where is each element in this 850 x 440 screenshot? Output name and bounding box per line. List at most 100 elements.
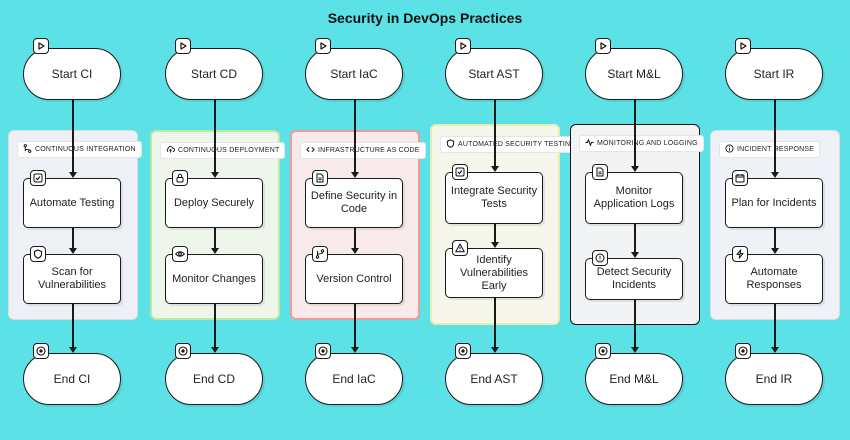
end-node[interactable]: End CD — [165, 353, 263, 405]
stop-circle-icon — [595, 343, 611, 359]
arrowhead — [211, 347, 219, 353]
step-node[interactable]: Scan for Vulnerabilities — [23, 246, 121, 304]
play-icon — [455, 38, 471, 54]
arrowhead — [491, 242, 499, 248]
alert-circle-icon — [592, 250, 608, 266]
step-label: Define Security in Code — [310, 190, 398, 215]
step-node[interactable]: Define Security in Code — [305, 170, 403, 228]
arrowhead — [631, 347, 639, 353]
arrowhead — [351, 172, 359, 178]
arrowhead — [69, 172, 77, 178]
group-label-text: INFRASTRUCTURE AS CODE — [318, 147, 420, 154]
start-node[interactable]: Start CI — [23, 48, 121, 100]
calendar-icon — [732, 170, 748, 186]
group-label: CONTINUOUS INTEGRATION — [17, 141, 142, 158]
end-node[interactable]: End IR — [725, 353, 823, 405]
start-node[interactable]: Start AST — [445, 48, 543, 100]
column-ci: CONTINUOUS INTEGRATION Start CI Automate T… — [8, 0, 142, 440]
step-label: Automate Responses — [746, 266, 802, 291]
end-node[interactable]: End AST — [445, 353, 543, 405]
group-label: AUTOMATED SECURITY TESTING — [440, 136, 582, 153]
code-icon — [306, 145, 315, 156]
step-node[interactable]: Monitor Application Logs — [585, 164, 683, 224]
shield-icon — [446, 139, 455, 150]
activity-icon — [585, 138, 594, 149]
connector-line — [354, 228, 356, 248]
step-label: Version Control — [316, 272, 392, 285]
step-label: Identify Vulnerabilities Early — [459, 253, 529, 292]
connector-line — [214, 100, 216, 172]
column-ml: MONITORING AND LOGGING Start M&L Monitor A… — [570, 0, 704, 440]
step-node[interactable]: Automate Testing — [23, 170, 121, 228]
step-node[interactable]: Identify Vulnerabilities Early — [445, 240, 543, 298]
connector-line — [72, 228, 74, 248]
step-node[interactable]: Monitor Changes — [165, 246, 263, 304]
play-icon — [315, 38, 331, 54]
connector-line — [354, 304, 356, 347]
cloud-upload-icon — [166, 145, 175, 156]
stop-circle-icon — [455, 343, 471, 359]
lightning-icon — [732, 246, 748, 262]
start-node[interactable]: Start IaC — [305, 48, 403, 100]
connector-line — [214, 228, 216, 248]
arrowhead — [631, 252, 639, 258]
connector-line — [634, 224, 636, 252]
checkbox-icon — [452, 164, 468, 180]
connector-line — [774, 228, 776, 248]
info-icon — [725, 144, 734, 155]
connector-line — [494, 100, 496, 166]
arrowhead — [69, 347, 77, 353]
group-label: INFRASTRUCTURE AS CODE — [300, 142, 426, 159]
end-node[interactable]: End IaC — [305, 353, 403, 405]
connector-line — [634, 300, 636, 347]
step-node[interactable]: Deploy Securely — [165, 170, 263, 228]
step-node[interactable]: Detect Security Incidents — [585, 250, 683, 300]
connector-line — [634, 100, 636, 166]
arrowhead — [211, 248, 219, 254]
group-label-text: CONTINUOUS INTEGRATION — [35, 146, 136, 153]
step-label: Monitor Changes — [172, 272, 256, 285]
group-label: INCIDENT RESPONSE — [719, 141, 821, 158]
group-label-text: INCIDENT RESPONSE — [737, 146, 815, 153]
step-label: Scan for Vulnerabilities — [37, 266, 107, 291]
step-node[interactable]: Version Control — [305, 246, 403, 304]
step-label: Integrate Security Tests — [450, 185, 538, 210]
end-node[interactable]: End CI — [23, 353, 121, 405]
shield-icon — [30, 246, 46, 262]
arrowhead — [771, 172, 779, 178]
connector-line — [774, 100, 776, 172]
start-node[interactable]: Start IR — [725, 48, 823, 100]
start-node[interactable]: Start CD — [165, 48, 263, 100]
connector-line — [214, 304, 216, 347]
git-icon — [312, 246, 328, 262]
start-node[interactable]: Start M&L — [585, 48, 683, 100]
play-icon — [735, 38, 751, 54]
arrowhead — [69, 248, 77, 254]
column-iac: INFRASTRUCTURE AS CODE Start IaC Define Se… — [290, 0, 426, 440]
step-node[interactable]: Automate Responses — [725, 246, 823, 304]
step-label: Automate Testing — [29, 196, 115, 209]
stop-circle-icon — [315, 343, 331, 359]
group-label-text: MONITORING AND LOGGING — [597, 140, 698, 147]
connector-line — [774, 304, 776, 347]
connector-line — [72, 100, 74, 172]
lock-icon — [172, 170, 188, 186]
step-node[interactable]: Plan for Incidents — [725, 170, 823, 228]
step-label: Deploy Securely — [173, 196, 255, 209]
stop-circle-icon — [175, 343, 191, 359]
checkbox-icon — [30, 170, 46, 186]
column-ast: AUTOMATED SECURITY TESTING Start AST Integ… — [430, 0, 582, 440]
arrowhead — [351, 347, 359, 353]
column-ir: INCIDENT RESPONSE Start IR Plan for Incide… — [710, 0, 840, 440]
arrowhead — [491, 166, 499, 172]
end-node[interactable]: End M&L — [585, 353, 683, 405]
arrowhead — [491, 347, 499, 353]
step-node[interactable]: Integrate Security Tests — [445, 164, 543, 224]
arrowhead — [631, 166, 639, 172]
step-label: Detect Security Incidents — [596, 266, 672, 291]
eye-icon — [172, 246, 188, 262]
git-branch-icon — [23, 144, 32, 155]
arrowhead — [351, 248, 359, 254]
connector-line — [354, 100, 356, 172]
